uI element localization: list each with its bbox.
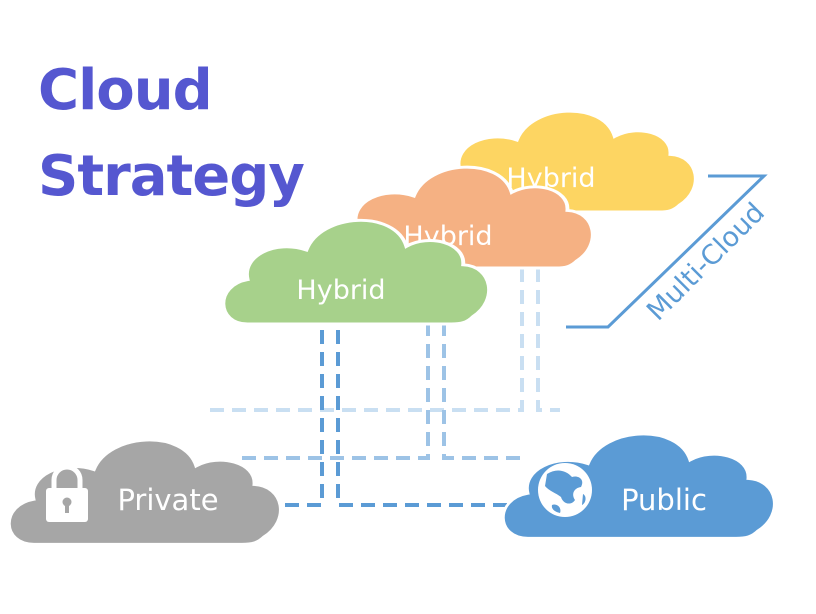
title-line-1: Cloud: [38, 58, 213, 123]
hybrid-cloud-front-label: Hybrid: [296, 275, 385, 306]
lock-icon: [46, 464, 88, 522]
connector-middle-hybrid: [242, 322, 520, 460]
connector-front-hybrid: [270, 330, 512, 507]
multi-cloud-label: Multi-Cloud: [641, 197, 771, 327]
public-cloud-label: Public: [621, 483, 707, 517]
globe-icon: [538, 463, 592, 517]
private-cloud-label: Private: [117, 483, 218, 517]
connector-back-hybrid: [202, 268, 560, 412]
title-line-2: Strategy: [38, 144, 305, 209]
page-title: Cloud Strategy: [38, 48, 305, 220]
multi-cloud-bracket: [566, 174, 768, 329]
